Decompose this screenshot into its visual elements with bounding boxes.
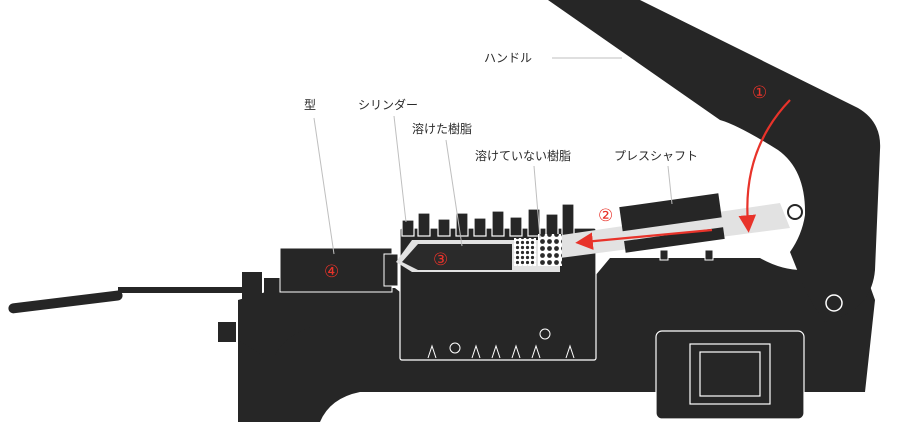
unmelted-resin-large (538, 234, 562, 266)
rod-collar-2 (264, 278, 280, 300)
leader-mold (313, 117, 335, 255)
mold-arm (238, 300, 400, 355)
rod-collar (242, 272, 262, 304)
leader-cylinder (393, 115, 407, 223)
arrow-2 (575, 228, 713, 250)
cylinder-vents (427, 328, 575, 359)
label-melted-resin: 溶けた樹脂 (412, 121, 472, 136)
leader-unmelted-resin (533, 165, 541, 239)
label-unmelted-resin: 溶けていない樹脂 (475, 148, 571, 163)
pivot-hole (825, 294, 843, 312)
leader-press-shaft (667, 165, 673, 205)
label-mold: 型 (304, 98, 316, 112)
shaft-clips (659, 249, 714, 261)
step-1-number: ① (752, 83, 767, 103)
handle[interactable] (548, 0, 881, 322)
display-screen (699, 351, 761, 397)
step-4-number: ④ (324, 262, 339, 282)
unmelted-resin-small (514, 238, 536, 266)
nozzle-rod (118, 287, 243, 293)
cooling-fins (401, 203, 575, 237)
handle-pivot (787, 204, 803, 220)
side-knob (218, 322, 236, 342)
mold-cap (383, 253, 399, 287)
label-cylinder: シリンダー (358, 97, 418, 112)
nozzle-grip (8, 290, 123, 314)
press-shaft (555, 193, 790, 258)
handle-hole-small (787, 204, 803, 220)
label-press-shaft: プレスシャフト (614, 149, 698, 163)
step-3-number: ③ (433, 250, 448, 270)
label-handle: ハンドル (484, 51, 532, 65)
step-2-number: ② (598, 206, 613, 226)
arrow-1 (738, 99, 791, 233)
leader-melted-resin (445, 139, 463, 247)
melted-resin (402, 244, 512, 270)
